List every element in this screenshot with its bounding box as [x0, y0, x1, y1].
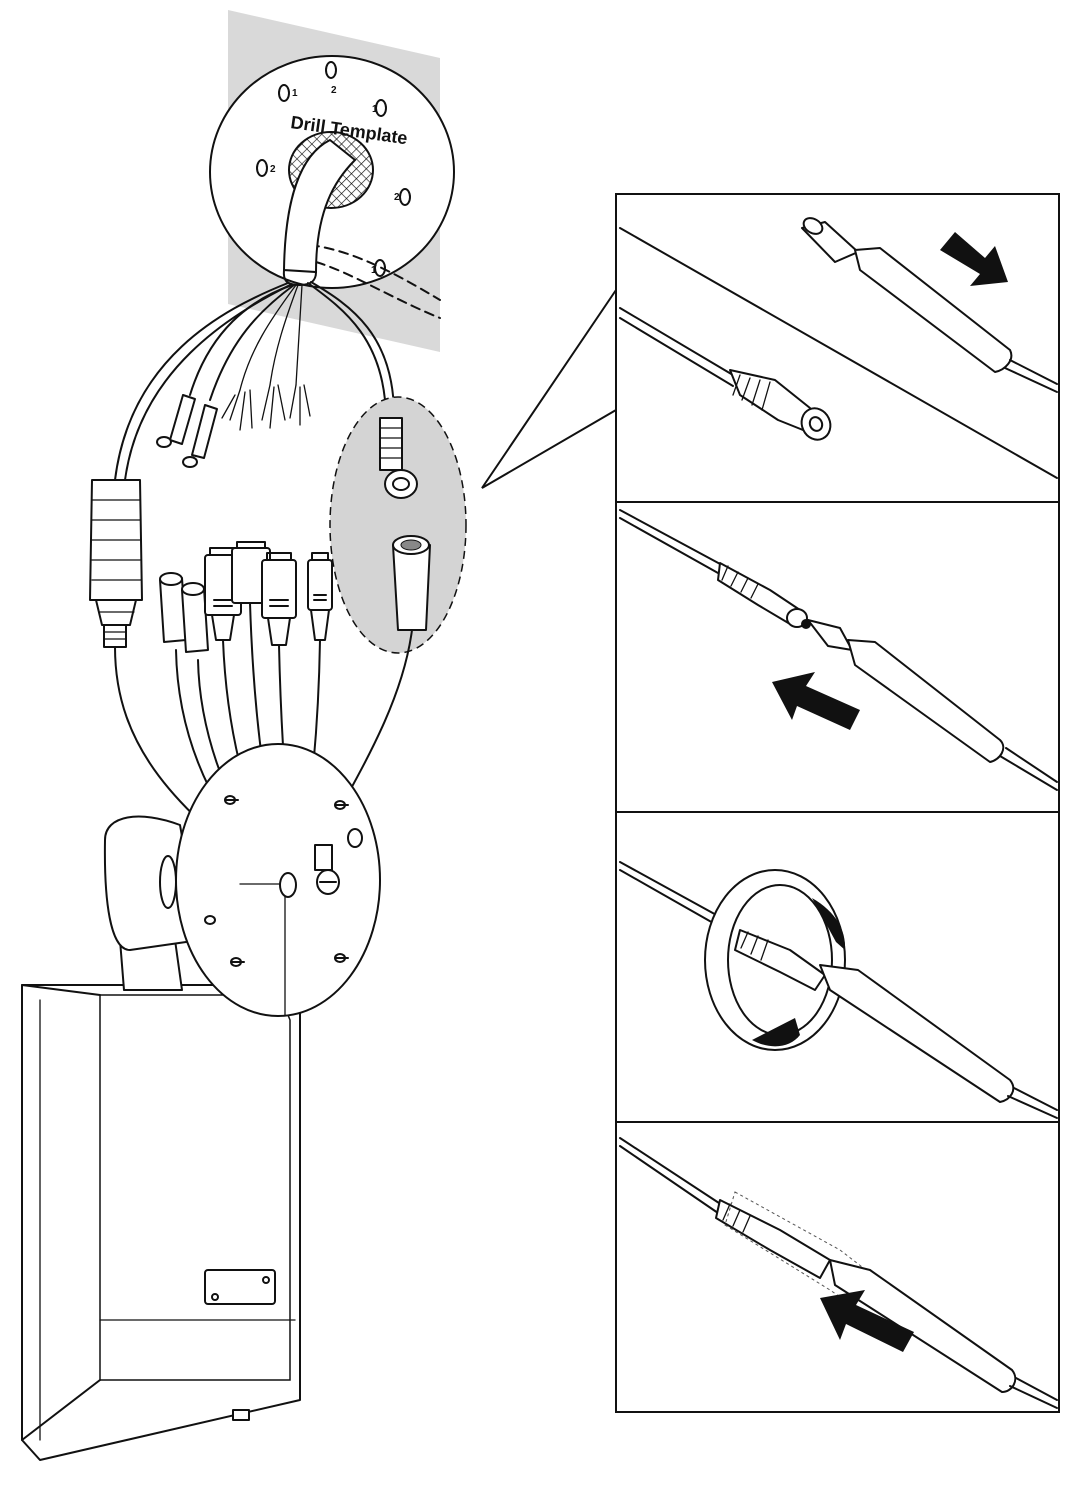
terminal-block	[261, 552, 297, 646]
arrow-icon	[772, 672, 860, 730]
dc-plugs	[156, 394, 218, 468]
bnc-male-plug	[734, 929, 826, 991]
network-connector	[89, 479, 143, 648]
callout-highlight	[329, 396, 467, 654]
step-panel-2	[619, 509, 1058, 791]
arrow-icon	[820, 1290, 914, 1352]
step-panel-3	[619, 861, 1058, 1119]
hole-number: 1	[372, 104, 378, 115]
hole-number: 1	[371, 265, 377, 276]
dc-jack	[159, 572, 209, 653]
terminal-block	[307, 552, 333, 641]
step-panel-1	[619, 217, 1058, 479]
bare-wire-ends	[221, 384, 311, 431]
camera-mount-plate	[175, 743, 381, 1017]
template-hole-numbers: 1 2 1 2 2 1	[270, 85, 400, 276]
step-panel-4	[619, 1137, 1058, 1409]
bnc-female-socket	[801, 619, 1058, 791]
hole-number: 2	[394, 192, 400, 203]
fanout-wires	[114, 281, 396, 481]
hole-number: 1	[292, 88, 298, 99]
bnc-female-socket	[819, 964, 1058, 1119]
main-cable	[282, 138, 357, 286]
mount-neck	[103, 815, 201, 991]
bnc-connector	[379, 417, 418, 499]
template-holes	[256, 61, 411, 277]
callout-pointer	[481, 289, 617, 489]
step-panels	[615, 193, 1060, 1413]
hole-number: 2	[270, 164, 276, 175]
hole-number: 2	[331, 85, 337, 96]
bnc-female-end	[392, 535, 431, 631]
bnc-assembled	[715, 1191, 1058, 1409]
connector-row	[159, 541, 333, 653]
bnc-male-plug	[729, 369, 832, 441]
arrow-icon	[940, 232, 1008, 286]
bnc-female-socket	[801, 217, 1058, 393]
camera-body	[21, 984, 301, 1461]
